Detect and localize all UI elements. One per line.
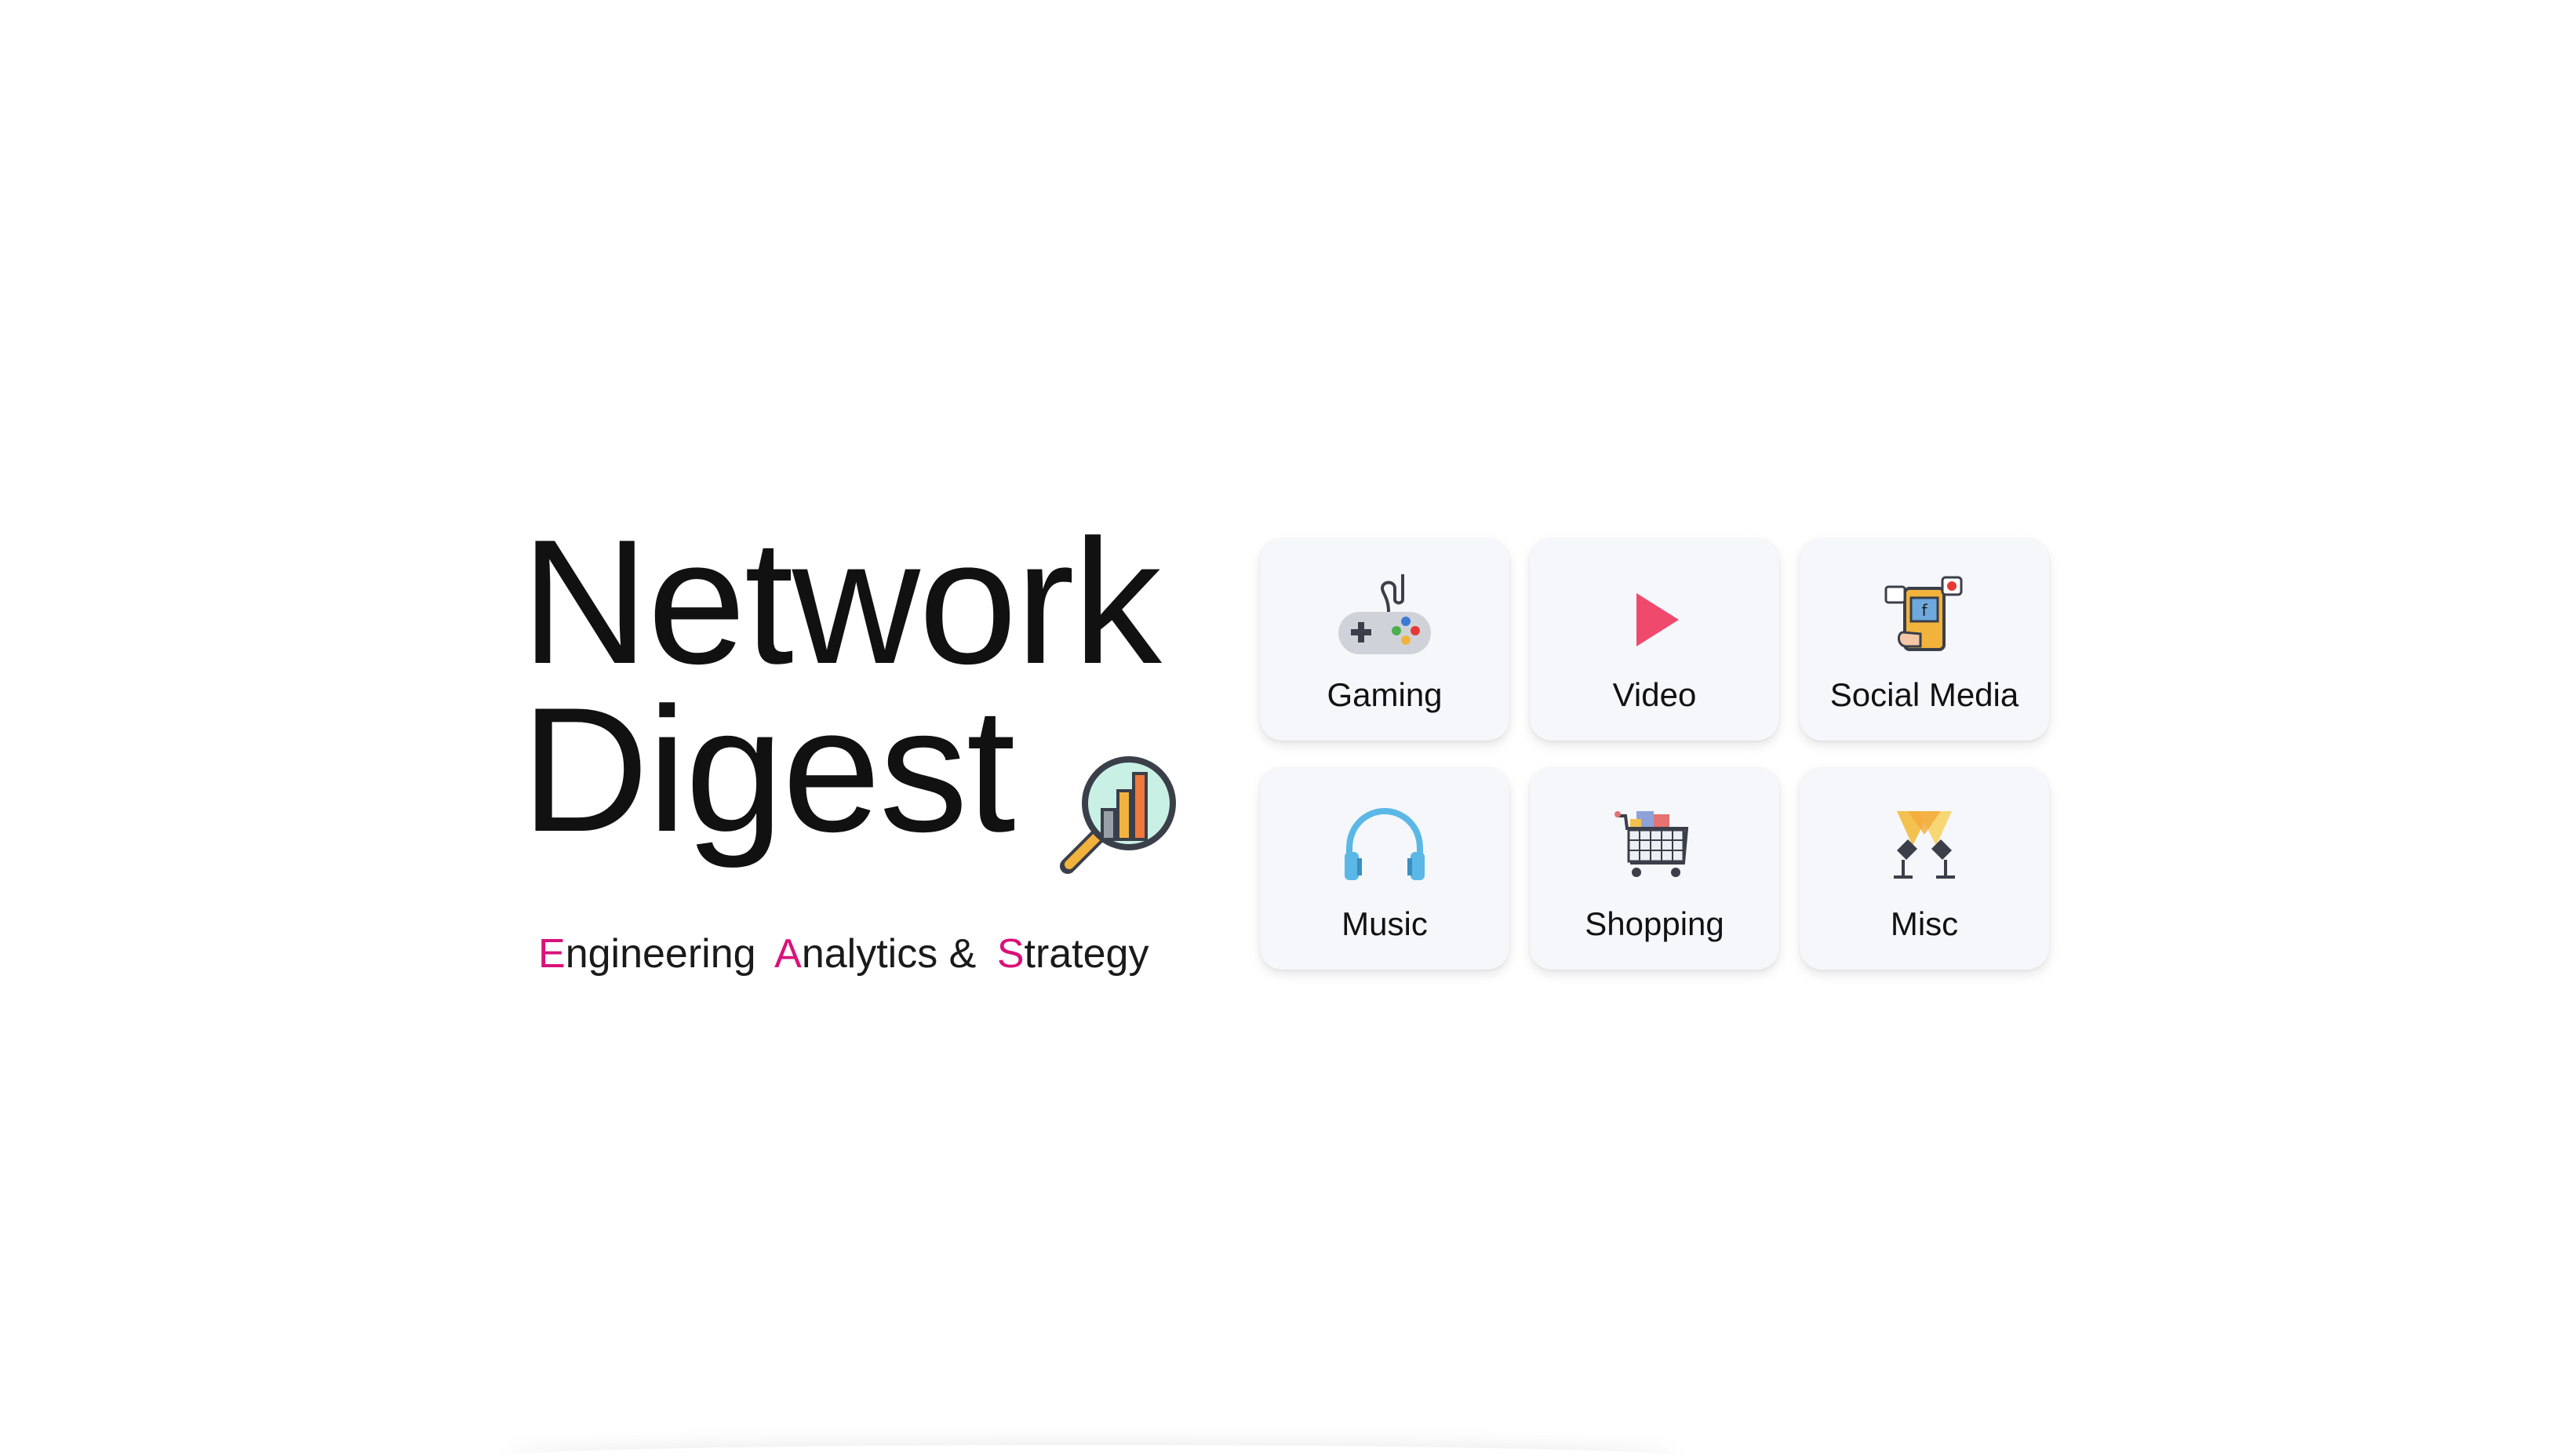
hero: Network Digest Engineering Analytics & S… bbox=[521, 502, 1196, 977]
gamepad-icon bbox=[1334, 565, 1436, 667]
category-tile-social-media[interactable]: f Social Media bbox=[1800, 538, 2049, 741]
category-label-shopping: Shopping bbox=[1585, 905, 1724, 942]
category-label-social-media: Social Media bbox=[1829, 676, 2019, 713]
tagline-s-accent: S bbox=[996, 931, 1025, 977]
shopping-cart-icon bbox=[1604, 794, 1705, 896]
magnifier-chart-icon bbox=[1057, 730, 1182, 875]
category-label-gaming: Gaming bbox=[1327, 676, 1443, 713]
title-line-2-text: Digest bbox=[521, 670, 1016, 868]
category-tile-music[interactable]: Music bbox=[1260, 767, 1509, 970]
play-icon bbox=[1604, 565, 1705, 667]
svg-text:f: f bbox=[1921, 601, 1928, 620]
category-tile-gaming[interactable]: Gaming bbox=[1260, 538, 1509, 741]
category-label-misc: Misc bbox=[1890, 905, 1959, 942]
page-title: Network Digest bbox=[521, 502, 1196, 875]
tagline-a-rest: nalytics & bbox=[801, 931, 977, 977]
phone-social-icon: f bbox=[1873, 565, 1975, 667]
category-grid: Gaming Video f bbox=[1260, 538, 2049, 970]
tagline-s-rest: trategy bbox=[1024, 931, 1149, 977]
tagline-e-accent: E bbox=[538, 931, 566, 977]
category-tile-misc[interactable]: Misc bbox=[1800, 767, 2049, 970]
headphones-icon bbox=[1334, 794, 1436, 896]
tagline: Engineering Analytics & Strategy bbox=[538, 930, 1196, 977]
category-tile-shopping[interactable]: Shopping bbox=[1530, 767, 1779, 970]
tagline-a-accent: A bbox=[774, 931, 802, 977]
spotlights-icon bbox=[1873, 794, 1975, 896]
title-line-1: Network bbox=[521, 502, 1162, 701]
category-label-video: Video bbox=[1612, 676, 1697, 713]
title-line-2: Digest bbox=[521, 681, 1196, 875]
category-tile-video[interactable]: Video bbox=[1530, 538, 1779, 741]
bottom-shadow bbox=[502, 1445, 1679, 1456]
category-label-music: Music bbox=[1341, 905, 1428, 942]
tagline-e-rest: ngineering bbox=[565, 931, 756, 977]
